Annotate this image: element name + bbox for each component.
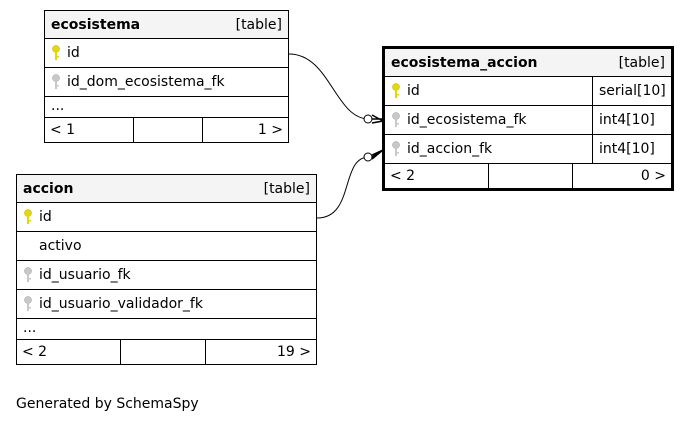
column-name: id_accion_fk <box>407 141 493 157</box>
column-type: serial[10] <box>592 77 671 105</box>
column-row[interactable]: id <box>45 39 288 68</box>
table-name: accion <box>23 180 74 197</box>
column-name: id <box>407 83 420 99</box>
parents-count: < 1 <box>50 122 76 138</box>
edge-ecosistema-crowfoot <box>371 114 384 124</box>
edge-ecosistema-optional-marker <box>363 114 373 124</box>
column-name: activo <box>39 238 82 254</box>
column-row[interactable]: id_usuario_fk <box>17 261 316 290</box>
table-kind: [table] <box>263 180 310 197</box>
foreign-key-icon <box>52 74 60 89</box>
edge-accion-to-ecosistema-accion <box>316 156 370 219</box>
column-name: id_ecosistema_fk <box>407 112 527 128</box>
primary-key-icon <box>392 83 400 98</box>
children-count: 19 > <box>277 344 311 360</box>
foreign-key-icon <box>392 141 400 156</box>
parents-count: < 2 <box>22 344 48 360</box>
footer-middle <box>133 118 203 142</box>
more-columns-indicator: ... <box>45 97 288 118</box>
edge-accion-optional-marker <box>363 152 373 162</box>
column-type: int4[10] <box>592 135 671 163</box>
table-name: ecosistema <box>51 16 141 33</box>
table-header: ecosistema_accion [table] <box>385 49 671 77</box>
table-name: ecosistema_accion <box>391 54 538 71</box>
column-row[interactable]: id_usuario_validador_fk <box>17 290 316 319</box>
table-footer: < 2 0 > <box>385 164 671 188</box>
foreign-key-icon <box>24 296 32 311</box>
table-footer: < 2 19 > <box>17 340 316 364</box>
column-row[interactable]: id serial[10] <box>385 77 671 106</box>
table-header: accion [table] <box>17 175 316 203</box>
primary-key-icon <box>52 45 60 60</box>
primary-key-icon <box>24 209 32 224</box>
edge-accion-crowfoot <box>371 149 384 160</box>
foreign-key-icon <box>392 112 400 127</box>
more-columns-indicator: ... <box>17 319 316 340</box>
column-row[interactable]: id_ecosistema_fk int4[10] <box>385 106 671 135</box>
table-ecosistema[interactable]: ecosistema [table] id id_dom_ecosistema_… <box>44 10 289 143</box>
column-row[interactable]: id_dom_ecosistema_fk <box>45 68 288 97</box>
table-footer: < 1 1 > <box>45 118 288 142</box>
edge-ecosistema-to-ecosistema-accion <box>288 53 370 120</box>
children-count: 0 > <box>640 168 666 184</box>
footer-middle <box>120 340 206 364</box>
table-kind: [table] <box>235 16 282 33</box>
children-count: 1 > <box>257 122 283 138</box>
column-name: id_usuario_fk <box>39 267 131 283</box>
column-name: id_usuario_validador_fk <box>39 296 203 312</box>
column-type: int4[10] <box>592 106 671 134</box>
parents-count: < 2 <box>390 168 416 184</box>
column-name: id_dom_ecosistema_fk <box>67 74 225 90</box>
column-name: id <box>39 209 52 225</box>
foreign-key-icon <box>24 267 32 282</box>
table-accion[interactable]: accion [table] id activo id_usuario_fk i… <box>16 174 317 365</box>
column-row[interactable]: id <box>17 203 316 232</box>
table-kind: [table] <box>618 54 665 71</box>
table-ecosistema-accion[interactable]: ecosistema_accion [table] id serial[10] … <box>382 46 674 191</box>
generated-by-label: Generated by SchemaSpy <box>16 396 199 412</box>
column-name: id <box>67 45 80 61</box>
column-row[interactable]: id_accion_fk int4[10] <box>385 135 671 164</box>
table-header: ecosistema [table] <box>45 11 288 39</box>
column-row[interactable]: activo <box>17 232 316 261</box>
footer-middle <box>488 164 573 188</box>
